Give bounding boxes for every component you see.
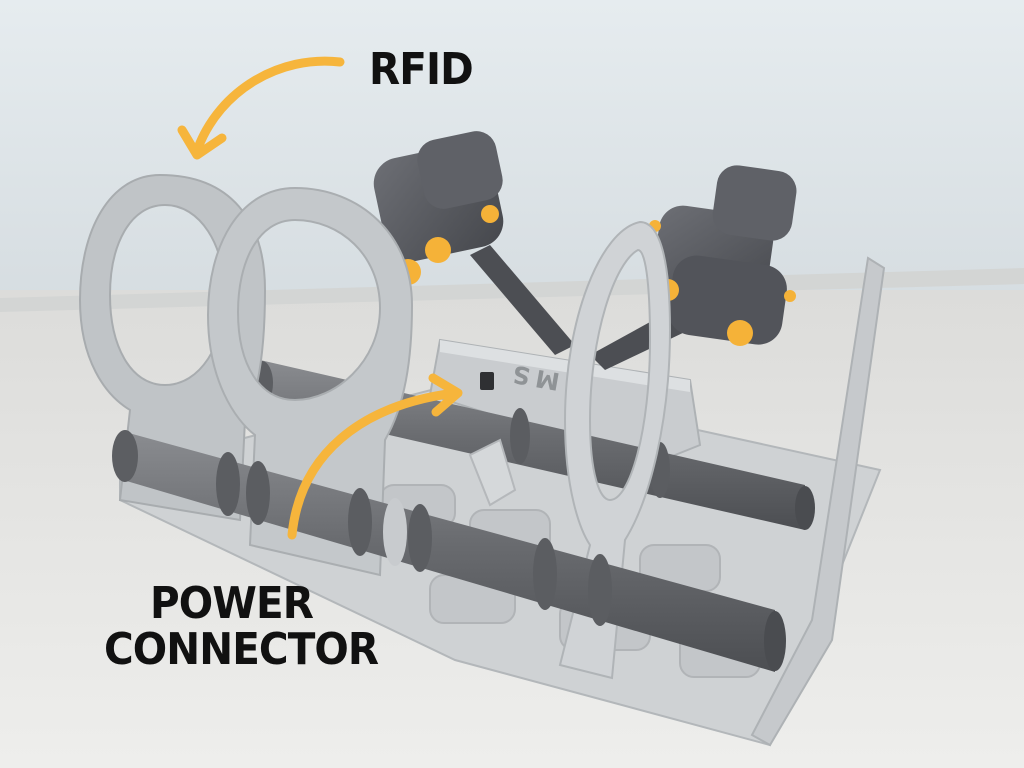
power-connector-arrow	[287, 373, 463, 540]
right-feeder-head	[649, 165, 797, 346]
end-plate	[750, 256, 886, 747]
power-connector-label-line-1: POWER	[150, 578, 314, 629]
front-roller	[112, 430, 786, 672]
center-divider	[468, 438, 517, 507]
left-arm	[470, 245, 575, 355]
power-connector-label-line-2: CONNECTOR	[104, 624, 379, 675]
rfid-label: RFID	[369, 44, 474, 95]
rfid-arrow	[177, 56, 345, 160]
power-port	[480, 372, 494, 390]
wall	[0, 0, 1024, 300]
